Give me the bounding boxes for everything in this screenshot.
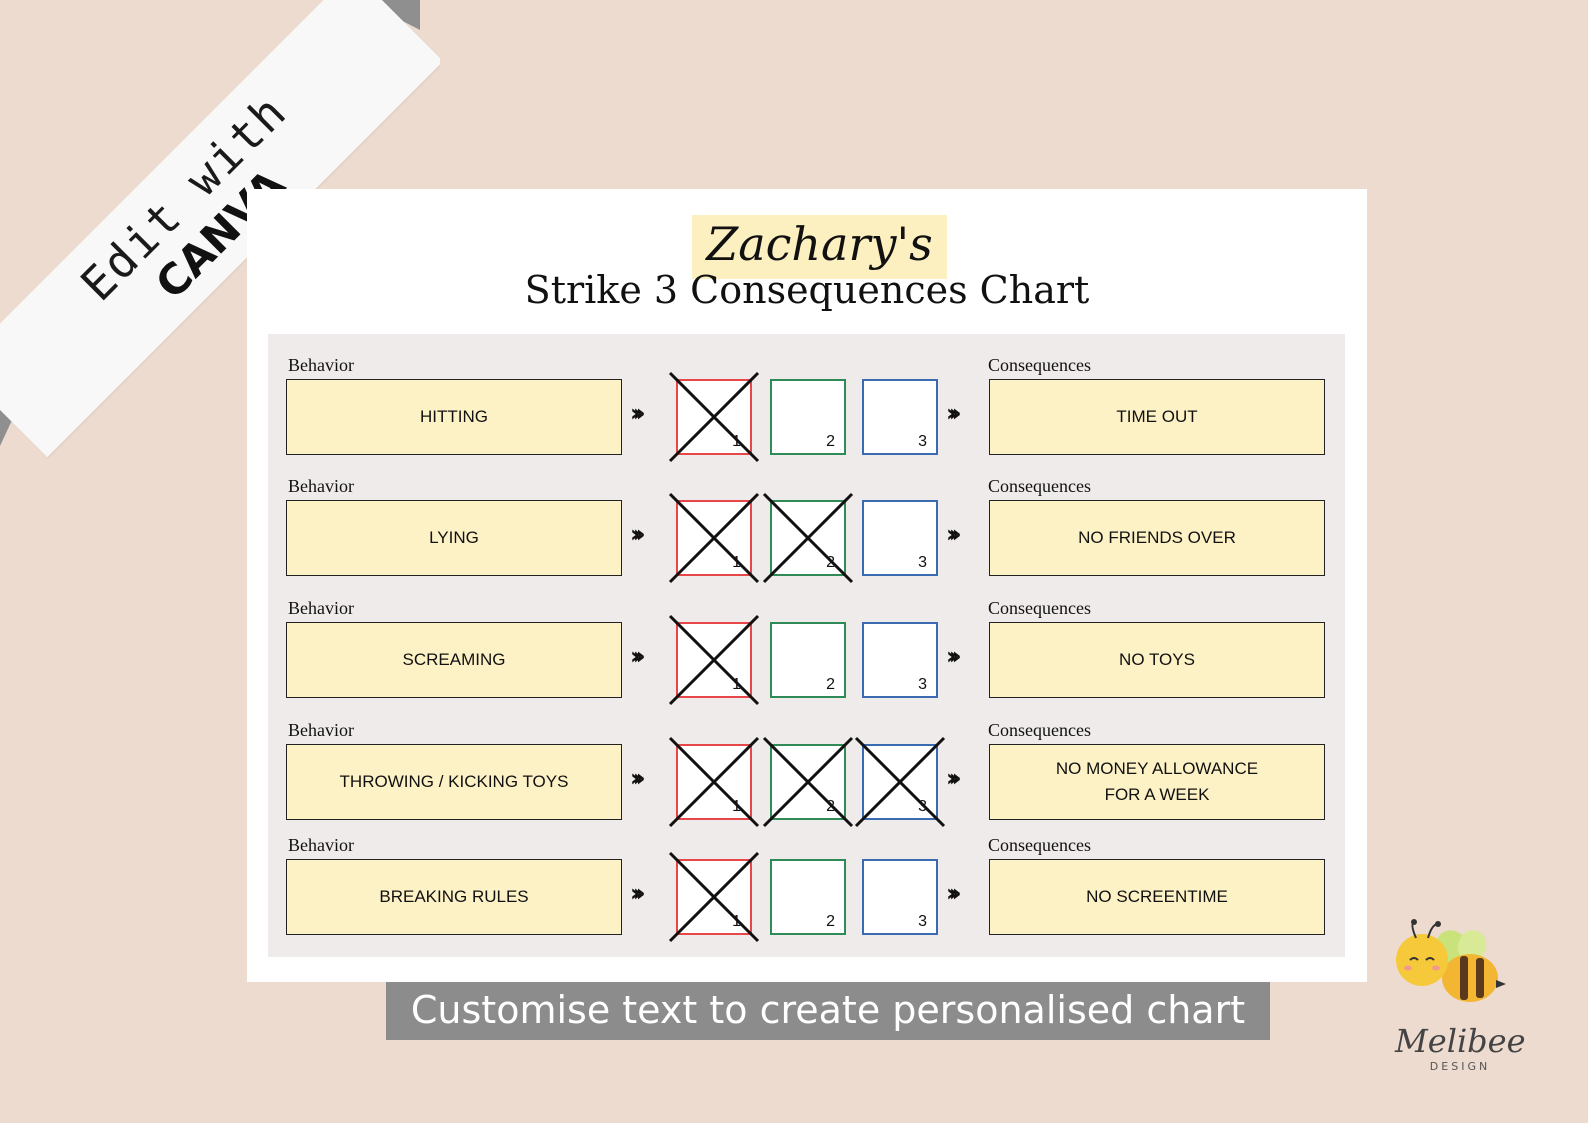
bee-logo-icon [1396,919,1506,1002]
arrow-chevrons-icon: ››› [630,764,645,792]
arrow-chevrons-icon: ››› [630,642,645,670]
strike-number: 3 [918,676,927,693]
arrow-chevrons-icon: ››› [630,879,645,907]
consequence-box: NO FRIENDS OVER [989,500,1325,576]
strike-box-2[interactable]: 2 [770,379,846,455]
behavior-label: Behavior [288,476,354,496]
caption-banner [386,982,1270,1040]
strike-cross-icon [668,371,760,463]
strike-cross-icon [668,736,760,828]
name-highlight [692,215,947,279]
strike-box-2[interactable]: 2 [770,859,846,935]
behavior-box: THROWING / KICKING TOYS [286,744,622,820]
consequences-label: Consequences [988,835,1091,855]
strike-number: 3 [918,913,927,930]
consequences-label: Consequences [988,355,1091,375]
strike-number: 2 [826,913,835,930]
strike-number: 3 [918,433,927,450]
consequence-box: NO SCREENTIME [989,859,1325,935]
behavior-box: LYING [286,500,622,576]
arrow-chevrons-icon: ››› [946,520,961,548]
strike-cross-icon [854,736,946,828]
arrow-chevrons-icon: ››› [946,642,961,670]
consequence-box: NO MONEY ALLOWANCE FOR A WEEK [989,744,1325,820]
child-name: Zachary's [706,217,933,271]
caption-text: Customise text to create personalised ch… [410,988,1246,1032]
strike-cross-icon [668,614,760,706]
strike-box-3[interactable]: 3 [862,622,938,698]
brand-subtitle: DESIGN [1429,1060,1491,1073]
behavior-box: HITTING [286,379,622,455]
consequence-box: NO TOYS [989,622,1325,698]
strike-cross-icon [668,492,760,584]
strike-cross-icon [668,851,760,943]
arrow-chevrons-icon: ››› [630,399,645,427]
strike-box-3[interactable]: 3 [862,379,938,455]
behavior-label: Behavior [288,835,354,855]
arrow-chevrons-icon: ››› [630,520,645,548]
behavior-box: SCREAMING [286,622,622,698]
arrow-chevrons-icon: ››› [946,764,961,792]
consequences-label: Consequences [988,598,1091,618]
consequences-label: Consequences [988,720,1091,740]
behavior-label: Behavior [288,720,354,740]
brand-name: Melibee [1395,1022,1526,1060]
behavior-box: BREAKING RULES [286,859,622,935]
strike-cross-icon [762,736,854,828]
edit-with-canva-ribbon: Edit with CANVA [0,0,440,460]
strike-box-2[interactable]: 2 [770,622,846,698]
strike-box-3[interactable]: 3 [862,859,938,935]
chart-title: Strike 3 Consequences Chart [524,268,1090,312]
strike-number: 3 [918,554,927,571]
strike-box-3[interactable]: 3 [862,500,938,576]
arrow-chevrons-icon: ››› [946,879,961,907]
behavior-label: Behavior [288,355,354,375]
strike-number: 2 [826,433,835,450]
arrow-chevrons-icon: ››› [946,399,961,427]
consequences-label: Consequences [988,476,1091,496]
strike-number: 2 [826,676,835,693]
behavior-label: Behavior [288,598,354,618]
strike-cross-icon [762,492,854,584]
consequence-box: TIME OUT [989,379,1325,455]
